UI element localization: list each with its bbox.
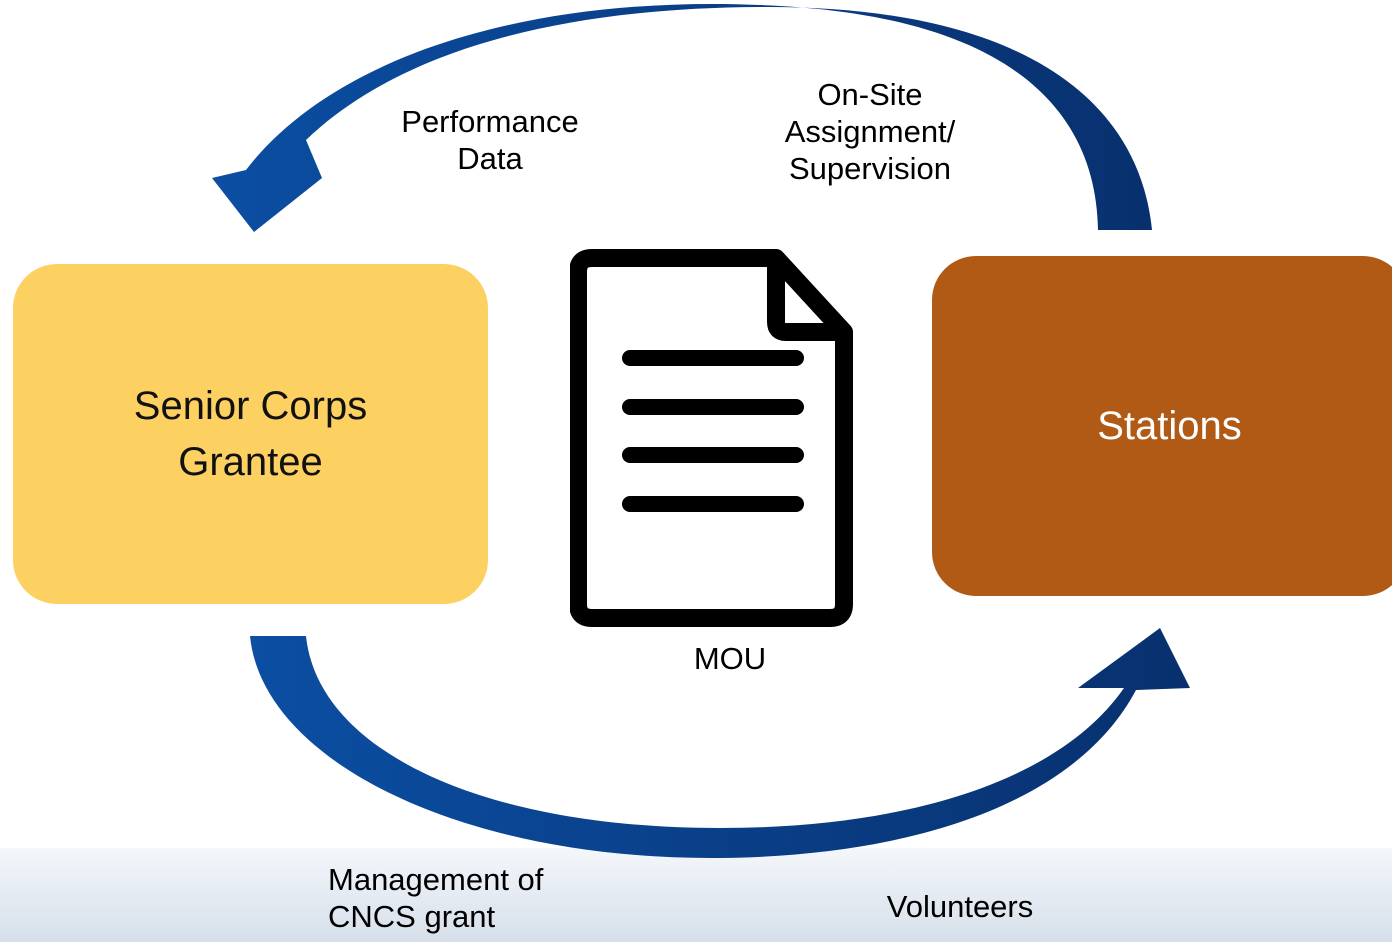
document-icon	[570, 249, 853, 627]
performance-data-label: Performance Data	[401, 104, 579, 176]
management-grant-label: Management of CNCS grant	[328, 862, 544, 934]
stations-label: Stations	[1097, 404, 1242, 448]
mou-label: MOU	[693, 641, 767, 676]
footer-band	[0, 848, 1392, 942]
grantee-box: Senior Corps Grantee	[13, 264, 488, 604]
volunteers-label: Volunteers	[886, 889, 1034, 924]
top-arc-arrow	[212, 3, 1152, 232]
grantee-label: Senior Corps Grantee	[133, 384, 368, 484]
bottom-arc-arrow	[250, 628, 1190, 859]
stations-box: Stations	[932, 256, 1392, 596]
onsite-supervision-label: On-Site Assignment/ Supervision	[784, 77, 956, 186]
